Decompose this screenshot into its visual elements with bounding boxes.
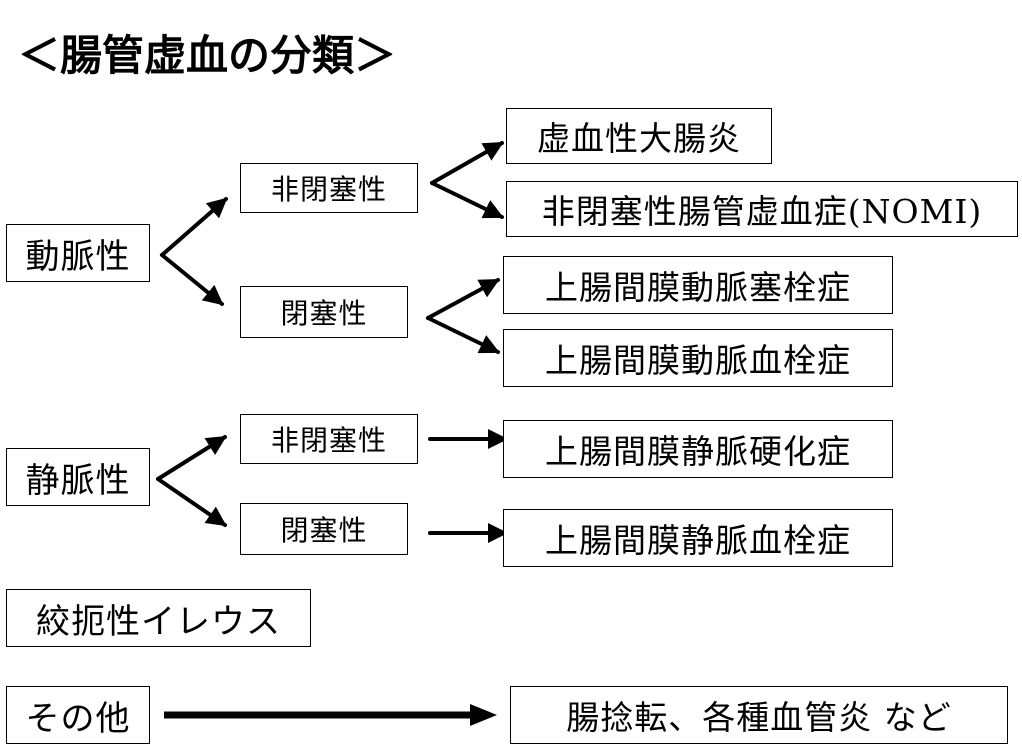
arrow-venous-to-nonocclusive [156,435,227,481]
strangulated-ileus-box: 絞扼性イレウス [6,589,311,647]
other-box: その他 [6,686,150,744]
ischemic-colitis-box: 虚血性大腸炎 [506,108,772,164]
nomi-box: 非閉塞性腸管虚血症(NOMI) [506,181,1018,237]
arrow-to-other-list-head [470,704,497,726]
arrow-to-nomi [430,181,504,219]
smv-thrombosis-box: 上腸間膜静脈血栓症 [503,509,893,567]
arrow-to-sma-thrombosis [426,316,500,354]
arterial-nonocclusive-box: 非閉塞性 [240,163,418,213]
smv-sclerosis-box: 上腸間膜静脈硬化症 [503,420,893,478]
other-causes-box: 腸捻転、各種血管炎 など [510,686,1008,744]
arrow-arterial-to-nonocclusive [160,197,228,257]
arrow-to-ischemic-colitis [430,141,504,185]
venous-nonocclusive-box: 非閉塞性 [240,414,418,464]
venous-occlusive-box: 閉塞性 [240,503,408,555]
arrow-to-sma-embolism [426,278,500,320]
sma-thrombosis-box: 上腸間膜動脈血栓症 [503,329,893,387]
arterial-box: 動脈性 [6,224,150,282]
arterial-occlusive-box: 閉塞性 [240,286,408,338]
page-title: ＜腸管虚血の分類＞ [18,31,397,80]
sma-embolism-box: 上腸間膜動脈塞栓症 [503,256,893,314]
venous-box: 静脈性 [6,448,150,506]
arrow-venous-to-occlusive [156,477,227,527]
arrow-arterial-to-occlusive [160,253,224,306]
